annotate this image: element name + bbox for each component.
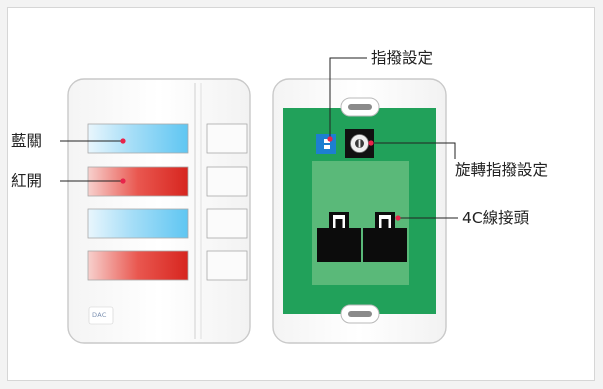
label-rotary-switch: 旋轉指撥設定 — [455, 161, 549, 179]
blue-led-bar-bottom — [87, 208, 189, 239]
label-dip-switch: 指撥設定 — [371, 49, 434, 67]
button-key-1 — [206, 123, 248, 154]
brand-logo-box — [88, 306, 114, 325]
button-key-2 — [206, 166, 248, 197]
brand-logo: DAC — [92, 311, 107, 319]
back-panel — [272, 78, 447, 344]
button-key-3 — [206, 208, 248, 239]
label-blue-off: 藍關 — [11, 132, 43, 150]
button-key-4 — [206, 250, 248, 281]
blue-led-bar-top — [87, 123, 189, 154]
red-led-bar-bottom — [87, 250, 189, 281]
rotary-switch — [345, 129, 374, 158]
dip-switch — [316, 134, 336, 154]
rj-jack-left — [317, 212, 361, 262]
callouts — [60, 57, 458, 219]
rj-jack-right — [363, 212, 407, 262]
callout-dots — [120, 136, 401, 221]
front-panel — [67, 78, 251, 344]
label-connector-4c: 4C線接頭 — [462, 209, 530, 227]
label-red-on: 紅開 — [11, 172, 43, 190]
